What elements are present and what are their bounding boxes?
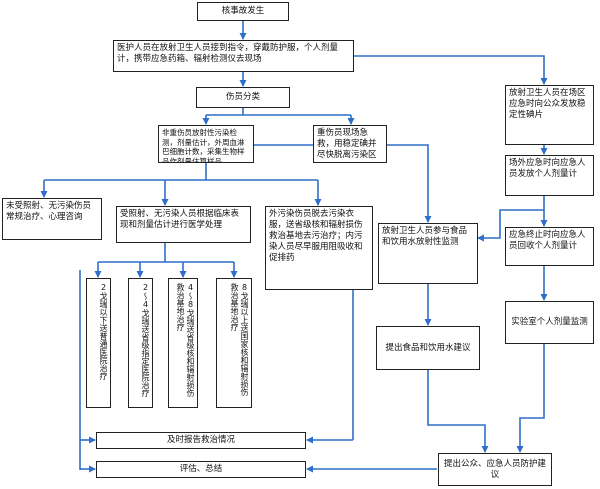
node-grade-over-8gy: 8戈瑞以上送国家核和辐射损伤救治基地治疗: [216, 278, 252, 408]
node-report: 及时报告救治情况: [96, 432, 306, 449]
node-public-protection: 提出公众、应急人员防护建议: [438, 453, 552, 486]
node-grade-2-to-4gy: 2～4戈瑞送省级指定医院治疗: [128, 278, 153, 408]
node-irradiated: 受照射、无污染人员根据临床表现和剂量估计进行医学处理: [116, 206, 251, 243]
node-food-advice: 提出食品和饮用水建议: [376, 326, 480, 370]
node-water-monitor: 放射卫生人员参与食品和饮用水放射性监测: [378, 223, 478, 284]
node-triage: 伤员分类: [196, 87, 290, 108]
node-grade-4-to-8gy: 4～8戈瑞送省级核和辐射损伤救治基地治疗: [168, 278, 198, 408]
node-contamination-check: 非重伤员放射性污染检测，剂量估计，外周血淋巴细胞计数，采集生物样品作剂量估算样品: [158, 125, 254, 163]
node-grade-under-2gy: 2戈瑞以下送普通医院治疗: [86, 278, 111, 408]
node-start: 核事故发生: [197, 2, 289, 21]
node-dosimeter-collect: 应急终止时向应急人员回收个人剂量计: [505, 227, 594, 266]
node-public-notice: 放射卫生人员在场区应急时向公众发放稳定性碘片: [505, 85, 594, 145]
node-no-contamination: 未受照射、无污染伤员常规治疗、心理咨询: [2, 198, 102, 240]
node-evaluation: 评估、总结: [96, 461, 306, 478]
node-initial-response: 医护人员在放射卫生人员接到指令，穿戴防护服，个人剂量计，携带应急药箱、辐射检测仪…: [113, 40, 354, 72]
node-lab-dose-monitor: 实验室个人剂量监测: [505, 301, 594, 344]
node-severe-evacuation: 重伤员现场急救，用稳定碘并尽快脱离污染区: [313, 125, 387, 163]
node-dosimeter-issue: 场外应急时向应急人员发放个人剂量计: [505, 155, 594, 196]
node-contaminated: 外污染伤员脱去污染衣服，送省级核和辐射损伤救治基地去污治疗；内污染人员尽早服用阻…: [265, 206, 373, 290]
